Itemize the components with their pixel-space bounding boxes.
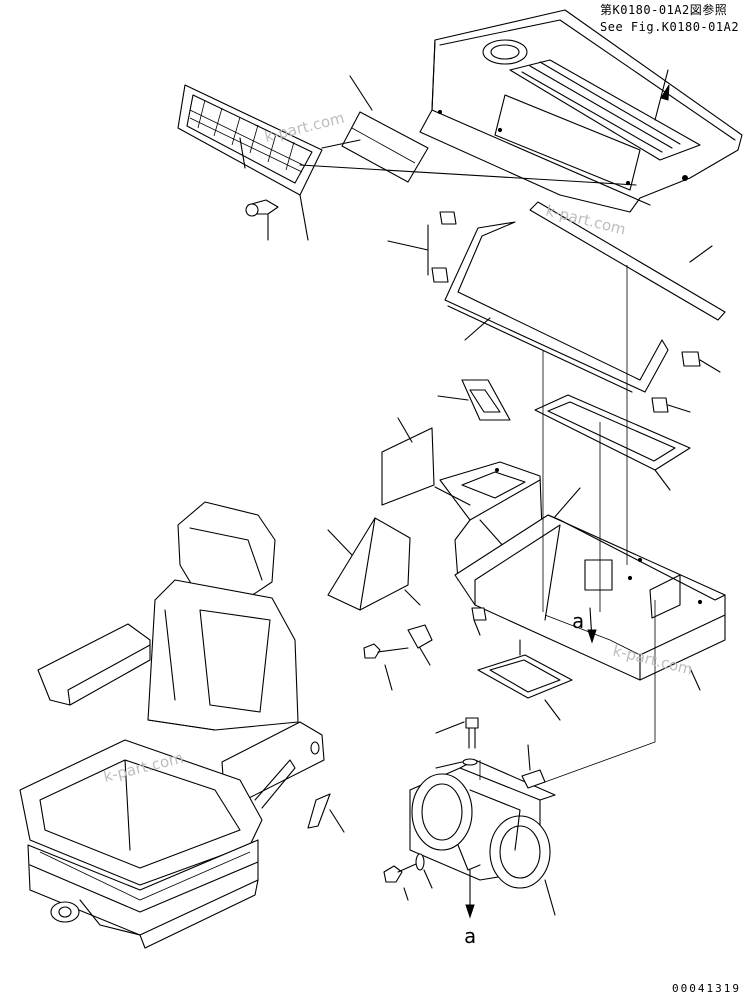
callout-a-lower: a bbox=[464, 924, 476, 948]
bolt-washer-lower bbox=[383, 853, 433, 901]
filter-sheet bbox=[299, 75, 637, 186]
bolt-and-switch bbox=[363, 607, 487, 691]
leader-lines bbox=[479, 265, 656, 783]
watermark-1: k-part.com bbox=[263, 109, 347, 146]
seal-strip-long bbox=[529, 201, 726, 321]
seal-ring bbox=[477, 639, 573, 721]
top-cover-panel bbox=[419, 9, 743, 213]
operator-seat bbox=[19, 501, 345, 949]
small-square-gasket bbox=[437, 379, 511, 421]
document-id: 00041319 bbox=[672, 982, 741, 995]
reference-text-ja: 第K0180-01A2図参照 bbox=[600, 2, 727, 17]
gasket-frame bbox=[534, 394, 691, 491]
heater-case-tray bbox=[454, 514, 726, 691]
blower-motor-unit bbox=[409, 759, 556, 919]
louver-grille-panel bbox=[177, 84, 323, 196]
knob-clip-part bbox=[245, 194, 309, 241]
flat-pad bbox=[381, 417, 435, 506]
callout-a-upper: a bbox=[572, 609, 584, 633]
u-seal-strip bbox=[444, 221, 669, 393]
reference-text-en: See Fig.K0180-01A2 bbox=[600, 20, 739, 34]
wedge-block bbox=[327, 517, 421, 611]
bolt-washer-upper bbox=[435, 717, 546, 789]
small-pad-blocks bbox=[387, 211, 721, 413]
